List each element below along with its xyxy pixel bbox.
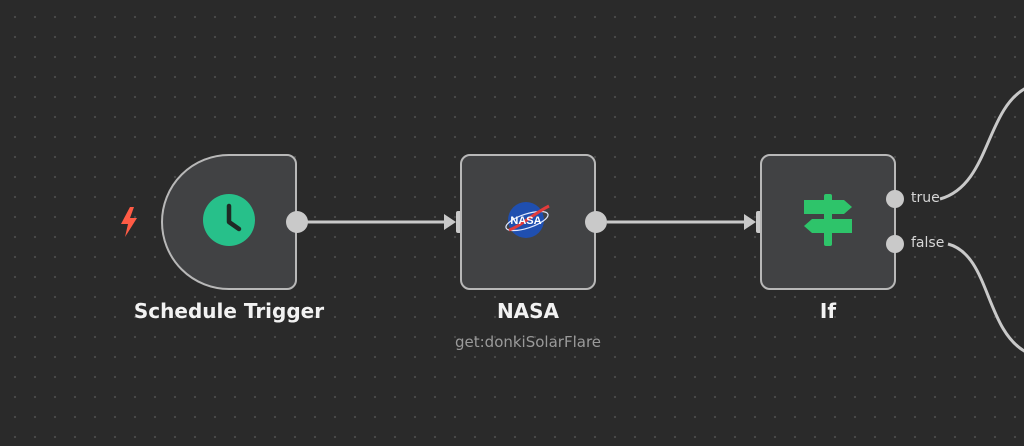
node-schedule-trigger[interactable] xyxy=(161,154,297,290)
connection-false-branch[interactable] xyxy=(947,242,1024,353)
if-false-output-port[interactable] xyxy=(886,235,904,253)
node-label-nasa: NASA xyxy=(496,299,560,323)
node-nasa[interactable]: NASA xyxy=(460,154,596,290)
nasa-output-port[interactable] xyxy=(585,211,607,233)
lightning-bolt-icon xyxy=(117,206,141,242)
if-true-output-port[interactable] xyxy=(886,190,904,208)
node-label-if: If xyxy=(819,299,837,323)
branch-label-true: true xyxy=(911,190,940,206)
node-if[interactable] xyxy=(760,154,896,290)
connection-arrow-nasa xyxy=(444,214,456,230)
connection-arrow-if xyxy=(744,214,756,230)
connection-true-branch[interactable] xyxy=(939,87,1024,201)
node-label-schedule-trigger: Schedule Trigger xyxy=(133,299,325,323)
signpost-icon xyxy=(800,192,856,252)
branch-label-false: false xyxy=(911,235,945,251)
clock-icon xyxy=(202,193,256,251)
nasa-logo-text: NASA xyxy=(510,215,541,227)
node-subtitle-nasa: get:donkiSolarFlare xyxy=(454,333,602,351)
schedule-trigger-output-port[interactable] xyxy=(286,211,308,233)
nasa-logo-icon: NASA xyxy=(503,200,553,244)
